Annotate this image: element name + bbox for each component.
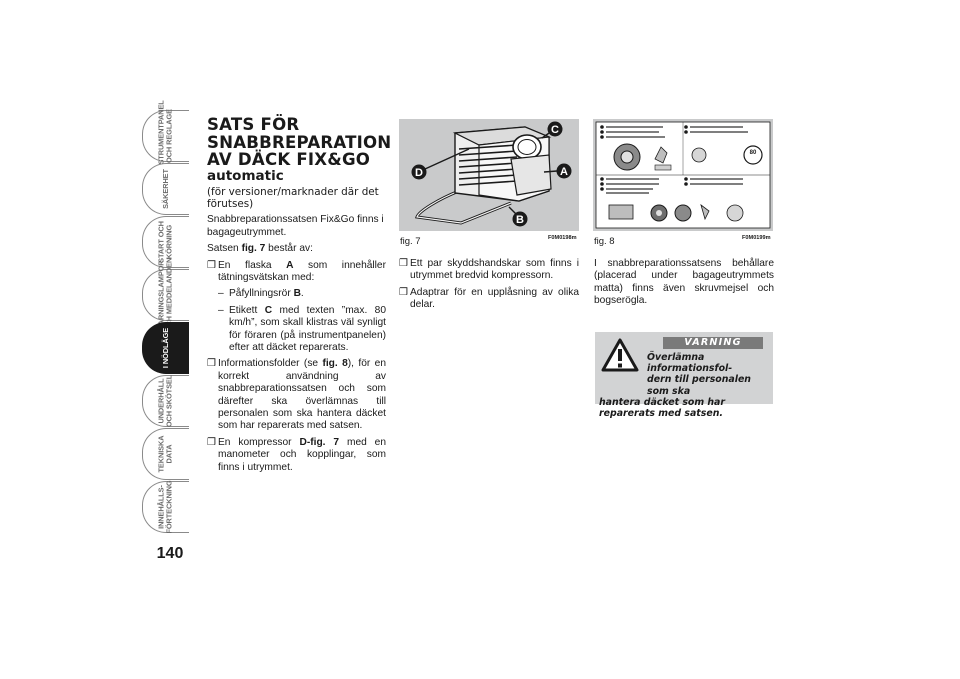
tab-label: UNDERHÅLL OCH SKÖTSEL: [156, 374, 174, 428]
text: Adaptrar för en upplåsning av olika dela…: [410, 286, 579, 311]
figure-ref: fig. 8: [322, 358, 348, 370]
column-2: ❒ Ett par skyddshandskar som finns i utr…: [399, 258, 579, 316]
text: Påfyllningsrör: [229, 288, 294, 300]
tab-label: SÄKERHET: [160, 169, 170, 209]
svg-text:B: B: [516, 214, 524, 226]
storage-paragraph: I snabbreparationssatsens behållare (pla…: [594, 258, 774, 307]
page-number: 140: [156, 545, 184, 562]
warning-text: Överlämna informationsfol- dern till per…: [599, 352, 769, 419]
list-item: ❒ Adaptrar för en upplåsning av olika de…: [399, 287, 579, 312]
text: Informationsfolder (se: [218, 358, 323, 370]
tab-underhall[interactable]: UNDERHÅLL OCH SKÖTSEL: [142, 375, 189, 427]
warning-title: VARNING: [663, 337, 763, 349]
tab-i-nodlage[interactable]: I NÖDLÄGE: [142, 322, 189, 374]
compressor-illustration: C D A B: [411, 121, 572, 227]
warning-line: Överlämna informationsfol-: [647, 352, 733, 375]
checkbox-bullet-icon: ❒: [399, 286, 408, 298]
warning-triangle-icon: [601, 338, 639, 372]
kit-line: Satsen fig. 7 består av:: [207, 243, 386, 255]
checkbox-bullet-icon: ❒: [399, 258, 408, 269]
tab-start-och-korning[interactable]: START OCH KÖRNING: [142, 216, 189, 268]
text: En kompressor: [218, 436, 300, 448]
warning-line: dern till personalen som ska: [647, 374, 751, 397]
list-item: ❒ Ett par skyddshandskar som finns i utr…: [399, 258, 579, 283]
text: .: [300, 288, 304, 300]
section-title-2: SNABBREPARATION: [207, 132, 392, 152]
list-item: ❒ En kompressor D-fig. 7 med en manomete…: [207, 437, 386, 474]
text: En flaska: [218, 259, 287, 271]
warning-line: hantera däcket som har reparerats med sa…: [599, 396, 726, 420]
text: Satsen: [207, 243, 242, 255]
warning-box: VARNING Överlämna informationsfol- dern …: [595, 332, 773, 419]
figure-8-information-folder: 80: [593, 119, 773, 231]
list-item: ❒ Informationsfolder (se fig. 8), för en…: [207, 358, 386, 432]
dash-bullet: –: [218, 288, 224, 300]
column-3: I snabbreparationssatsens behållare (pla…: [594, 258, 774, 312]
tab-label: I NÖDLÄGE: [160, 327, 170, 369]
checkbox-bullet-icon: ❒: [207, 436, 216, 448]
text: består av:: [265, 243, 313, 255]
callout-a: A: [556, 163, 572, 179]
part-ref: D-fig. 7: [299, 436, 340, 448]
intro-paragraph: Snabbreparationssatsen Fix&Go finns i ba…: [207, 214, 384, 238]
text: Ett par skyddshandskar som finns i utrym…: [410, 258, 579, 282]
figure-7-caption: fig. 7: [400, 236, 421, 247]
tab-innehallsforteckning[interactable]: INNEHÅLLS- FÖRTECKNING: [142, 480, 189, 534]
availability-note: (för versioner/marknader där det förutse…: [207, 185, 379, 210]
tab-tekniska-data[interactable]: TEKNISKA DATA: [142, 428, 189, 480]
checkbox-bullet-icon: ❒: [207, 358, 216, 370]
folder-illustration: 80: [595, 121, 771, 229]
figure-8-code: F0M0199m: [742, 235, 771, 241]
section-title-3: AV DÄCK FIX&GO: [207, 150, 371, 169]
section-title-1: SATS FÖR: [207, 115, 300, 134]
svg-text:D: D: [415, 167, 423, 179]
column-1: SATS FÖR SNABBREPARATION AV DÄCK FIX&GO …: [207, 115, 392, 478]
tab-instrumentpanel[interactable]: INSTRUMENTPANEL OCH REGLAGE: [142, 100, 189, 172]
dash-bullet: –: [218, 304, 224, 316]
checkbox-bullet-icon: ❒: [207, 259, 216, 271]
sub-list-item: – Påfyllningsrör B.: [207, 288, 386, 300]
tab-varningslampor[interactable]: VARNINGSLAMPOR OCH MEDDELANDEN: [142, 258, 189, 332]
text: som innehåller tätningsvätskan med:: [218, 259, 386, 283]
part-ref: B: [293, 288, 301, 300]
text: ), för en korrekt användning av snabbrep…: [218, 358, 386, 432]
svg-text:A: A: [560, 166, 568, 178]
list-item: ❒ En flaska A som innehåller tätningsvät…: [207, 260, 386, 285]
tab-sakerhet[interactable]: SÄKERHET: [142, 163, 189, 215]
callout-c: C: [547, 121, 563, 137]
svg-text:80: 80: [750, 150, 757, 156]
text: med texten ”max. 80 km/h”, som skall kli…: [229, 304, 386, 353]
figure-7-compressor: C D A B: [399, 119, 579, 231]
section-subtitle: automatic: [207, 167, 284, 184]
callout-b: B: [512, 211, 528, 227]
part-ref: C: [264, 304, 273, 316]
figure-7-code: F0M0198m: [548, 235, 577, 241]
tab-label: START OCH KÖRNING: [156, 221, 174, 263]
part-ref: A: [286, 259, 294, 271]
callout-d: D: [411, 164, 427, 180]
sub-list-item: – Etikett C med texten ”max. 80 km/h”, s…: [207, 305, 386, 355]
tab-label: TEKNISKA DATA: [156, 435, 174, 473]
svg-text:C: C: [551, 124, 559, 136]
text: med en manometer och kopplingar, som fin…: [218, 436, 386, 473]
tab-label: INNEHÅLLS- FÖRTECKNING: [156, 480, 174, 534]
figure-8-caption: fig. 8: [594, 236, 615, 247]
text: Etikett: [229, 304, 265, 316]
tab-label: INSTRUMENTPANEL OCH REGLAGE: [156, 100, 174, 172]
figure-ref: fig. 7: [241, 243, 266, 255]
